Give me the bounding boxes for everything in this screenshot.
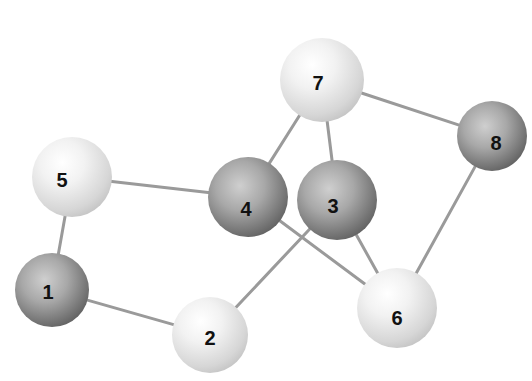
atom-number: 1 (42, 282, 53, 302)
bond-line (235, 228, 311, 309)
atom-number: 5 (56, 170, 67, 190)
atom-sphere: 6 (357, 268, 437, 348)
bond-line (327, 120, 332, 163)
atom-number: 2 (204, 328, 215, 348)
atom-sphere: 5 (32, 137, 112, 217)
bond-line (110, 181, 210, 192)
atom-number: 3 (327, 196, 338, 216)
atom-sphere: 1 (15, 253, 89, 327)
atom-number: 6 (391, 308, 402, 328)
bond-line (58, 214, 65, 255)
atom-number: 7 (312, 73, 323, 93)
atom-number: 8 (490, 133, 501, 153)
bond-line (86, 300, 176, 326)
atom-sphere: 7 (280, 38, 364, 122)
bond-line (268, 114, 300, 165)
atom-sphere: 2 (172, 297, 248, 373)
bond-line (415, 165, 476, 275)
atom-sphere: 8 (457, 101, 527, 171)
atom-number: 4 (240, 199, 251, 219)
atom-sphere: 4 (208, 157, 288, 237)
atom-sphere: 3 (297, 160, 377, 240)
bond-line (360, 93, 461, 126)
bond-line (355, 233, 378, 275)
